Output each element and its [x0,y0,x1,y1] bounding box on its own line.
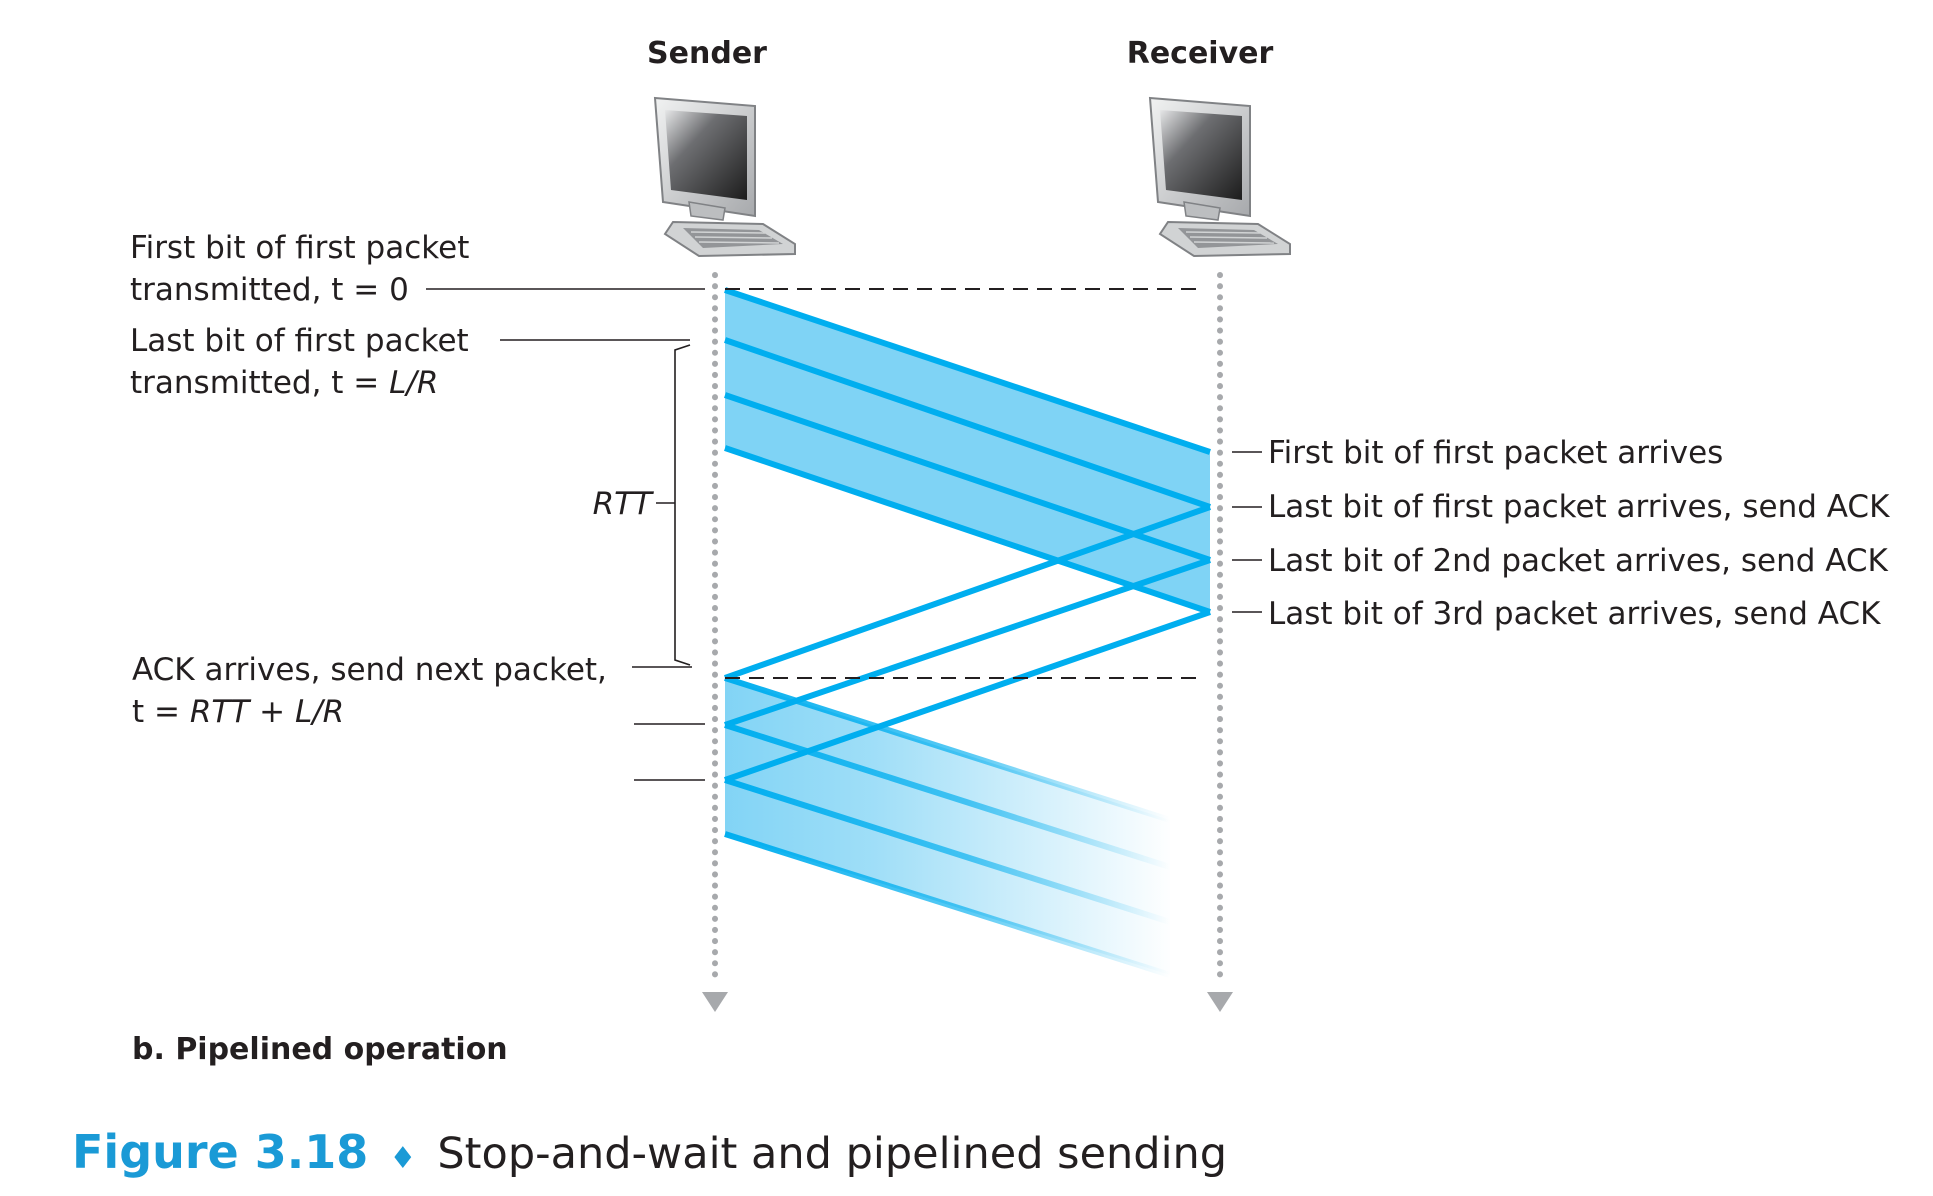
packet-line [724,777,1171,925]
receiver-note-2: Last bit of first packet arrives, send A… [1268,489,1890,525]
ack-arrives-prefix: t = [132,694,190,730]
last-bit-sent-label-2: transmitted, t = L/R [130,365,438,401]
rtt-label: RTT [593,486,654,522]
caption-text: Stop-and-wait and pipelined sending [437,1129,1227,1179]
last-bit-sent-prefix: transmitted, t = [130,365,389,401]
packet-line [724,287,1211,455]
figure-caption: Figure 3.18 ♦ Stop-and-wait and pipeline… [72,1125,1227,1179]
rtt-bracket [674,344,691,666]
ack-line [724,504,1211,681]
packet-band-next [725,678,1170,975]
ack-arrives-value: RTT + L/R [190,694,344,730]
receiver-note-4: Last bit of 3rd packet arrives, send ACK [1268,596,1881,632]
last-bit-sent-value: L/R [389,365,438,401]
ack-arrives-label-1: ACK arrives, send next packet, [132,652,607,688]
sender-timeline-arrow [702,992,728,1012]
packet-band [725,290,1210,612]
ack-line [724,557,1211,728]
receiver-note-3: Last bit of 2nd packet arrives, send ACK [1268,543,1889,579]
last-bit-sent-label-1: Last bit of first packet [130,323,469,359]
packet-line [724,675,1171,823]
packet-line [724,831,1171,978]
computer-icon [654,97,796,257]
receiver-note-1: First bit of first packet arrives [1268,435,1723,471]
packet-line [724,337,1211,510]
subfigure-label: b. Pipelined operation [132,1032,508,1067]
sender-label: Sender [647,36,767,71]
receiver-timeline-arrow [1207,992,1233,1012]
first-bit-sent-label-1: First bit of first packet [130,230,469,266]
receiver-label: Receiver [1127,36,1274,71]
caption-separator: ♦ [389,1141,416,1176]
packet-line [724,722,1171,870]
computer-icon [1149,97,1291,257]
first-bit-sent-label-2: transmitted, t = 0 [130,272,409,308]
figure-number: Figure 3.18 [72,1125,368,1179]
ack-arrives-label-2: t = RTT + L/R [132,694,344,730]
